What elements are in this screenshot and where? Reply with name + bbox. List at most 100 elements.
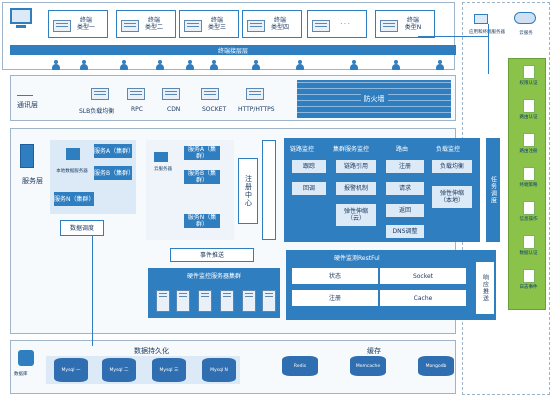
firewall: 防火墙 <box>297 80 451 118</box>
cluster-alarm[interactable]: 报警机制 <box>336 182 376 195</box>
terminal-3[interactable]: 终端 类型三 <box>179 10 239 38</box>
terminal-2[interactable]: 终端 类型二 <box>116 10 176 38</box>
sidebar-item-route-register[interactable]: 路由注册 <box>515 133 542 154</box>
hw-server-icon <box>262 290 276 312</box>
app-server-icon <box>474 14 488 24</box>
cloud-cluster-block: 云服务器 服务A（集群） 服务B（集群） 服务N（集群） <box>146 140 234 240</box>
comm-item-slb[interactable]: SLB负载均衡 <box>79 108 115 115</box>
hw-rest <box>286 250 496 320</box>
comm-item-rpc[interactable]: RPC <box>131 106 143 113</box>
hw-server-icon <box>242 290 256 312</box>
hw-cluster-title: 硬件监控服务器集群 <box>186 273 241 280</box>
comm-item-http[interactable]: HTTP/HTTPS <box>238 106 275 113</box>
mysql-n[interactable]: Mysql N <box>202 358 236 382</box>
cluster-tree-icon <box>66 148 80 160</box>
monitor-stand <box>16 25 26 28</box>
db-server-icon <box>20 144 34 168</box>
mysql-1[interactable]: Mysql 一 <box>54 358 88 382</box>
cache-redis[interactable]: Redis <box>282 356 318 376</box>
cloud-label: 云服务 <box>519 31 533 36</box>
terminal-n[interactable]: 终端 类型N <box>375 10 435 38</box>
sidebar-item-auth[interactable]: 权限认证 <box>515 65 542 86</box>
service-a-left[interactable]: 服务A（集群） <box>94 144 134 158</box>
sidebar-item-log-label: 日志事件 <box>519 285 538 290</box>
cluster-elastic-cloud[interactable]: 弹性伸缩 （云） <box>336 204 376 226</box>
hw-rest-status[interactable]: 状态 <box>292 268 378 284</box>
terminal-1[interactable]: 终端 类型一 <box>48 10 108 38</box>
app-server-label: 应用和终端服务器 <box>469 30 505 35</box>
sidebar-item-route-auth-label: 路由认证 <box>519 115 538 120</box>
service-n-right[interactable]: 服务N（集群） <box>184 214 220 228</box>
task-schedule[interactable]: 任务调度 <box>486 138 500 242</box>
service-layer-title: 服务层 <box>22 177 43 185</box>
comm-layer: 通讯层 SLB负载均衡 RPC CDN SOCKET HTTP/HTTPS 防火… <box>10 75 456 121</box>
doc-icon <box>522 269 535 283</box>
hw-server-icon <box>156 290 170 312</box>
cluster-monitor-title: 集群服务监控 <box>333 146 370 153</box>
cache-memcache[interactable]: Memcache <box>350 356 386 376</box>
hw-cluster: 硬件监控服务器集群 <box>148 268 280 318</box>
sidebar-item-info-ops[interactable]: 信息操作 <box>515 201 542 222</box>
balance-title: 负载监控 <box>436 146 461 153</box>
socket-icon <box>201 88 219 100</box>
terminals-row: 终端 类型一 终端 类型二 终端 类型三 终端 类型四 · · · 终端 类型N <box>48 10 448 40</box>
event-push[interactable]: 事件推送 <box>170 248 254 262</box>
hw-rest-cache[interactable]: Cache <box>380 290 466 306</box>
sidebar-item-data-auth-label: 数据认证 <box>519 251 538 256</box>
hw-rest-register[interactable]: 注册 <box>292 290 378 306</box>
doc-icon <box>522 235 535 249</box>
service-b-left[interactable]: 服务B（集群） <box>94 166 134 180</box>
balance-lb[interactable]: 负载均衡 <box>432 160 472 173</box>
registry-center[interactable]: 注册中心 <box>238 158 258 224</box>
route-return[interactable]: 返回 <box>386 204 424 217</box>
cache-mongodb[interactable]: Mongodb <box>418 356 454 376</box>
balance-elastic-local[interactable]: 弹性伸缩 （本地） <box>432 186 472 208</box>
sidebar-item-info-ops-label: 信息操作 <box>519 217 538 222</box>
terminal-4-label: 终端 类型四 <box>270 17 289 31</box>
doc-icon <box>522 133 535 147</box>
comm-item-socket[interactable]: SOCKET <box>202 106 227 113</box>
cluster-link-ref[interactable]: 链路引用 <box>336 160 376 173</box>
cloud-icon <box>514 12 536 24</box>
service-b-right[interactable]: 服务B（集群） <box>184 170 220 184</box>
link-trace[interactable]: 跟踪 <box>292 160 326 173</box>
access-layer-bar: 终端接层层 <box>10 45 456 55</box>
mysql-3[interactable]: Mysql 三 <box>152 358 186 382</box>
terminal-4[interactable]: 终端 类型四 <box>242 10 302 38</box>
route-register[interactable]: 注册 <box>386 160 424 173</box>
user-icon <box>210 60 218 70</box>
signal-icon <box>17 90 33 96</box>
user-icon <box>350 60 358 70</box>
hw-rest-title: 硬件监测RestFul <box>334 255 380 262</box>
sidebar-item-route-auth[interactable]: 路由认证 <box>515 99 542 120</box>
hw-rest-push[interactable]: 响应推送 <box>476 262 494 314</box>
terminal-1-label: 终端 类型一 <box>76 17 95 31</box>
connector-line <box>418 36 488 37</box>
user-icon <box>296 60 304 70</box>
sidebar-item-terminal-policy[interactable]: 终端策略 <box>515 167 542 188</box>
terminal-more-label: · · · <box>340 20 350 28</box>
hw-server-icon <box>198 290 212 312</box>
data-schedule[interactable]: 数据调度 <box>60 220 104 236</box>
terminal-more[interactable]: · · · <box>307 10 367 38</box>
link-callback[interactable]: 回调 <box>292 182 326 195</box>
route-request[interactable]: 请求 <box>386 182 424 195</box>
mysql-2[interactable]: Mysql 二 <box>102 358 136 382</box>
cloud-tree-icon <box>154 152 168 162</box>
local-cluster-block: 本地数据服务器 服务A（集群） 服务B（集群） 服务N（集群） <box>50 140 136 214</box>
route-dns[interactable]: DNS调整 <box>386 225 424 238</box>
doc-icon <box>522 65 535 79</box>
user-icon <box>156 60 164 70</box>
connector-line <box>488 24 489 74</box>
access-layer-label: 终端接层层 <box>217 47 248 55</box>
terminal-2-label: 终端 类型二 <box>144 17 163 31</box>
hw-rest-socket[interactable]: Socket <box>380 268 466 284</box>
service-a-right[interactable]: 服务A（集群） <box>184 146 220 160</box>
service-n-left[interactable]: 服务N（集群） <box>54 192 95 206</box>
terminal-n-label: 终端 类型N <box>404 17 422 31</box>
sidebar-item-data-auth[interactable]: 数据认证 <box>515 235 542 256</box>
sidebar-item-log[interactable]: 日志事件 <box>515 269 542 290</box>
comm-item-cdn[interactable]: CDN <box>167 106 181 113</box>
local-cluster-label: 本地数据服务器 <box>56 169 88 174</box>
link-monitor-title: 链路监控 <box>290 146 315 153</box>
